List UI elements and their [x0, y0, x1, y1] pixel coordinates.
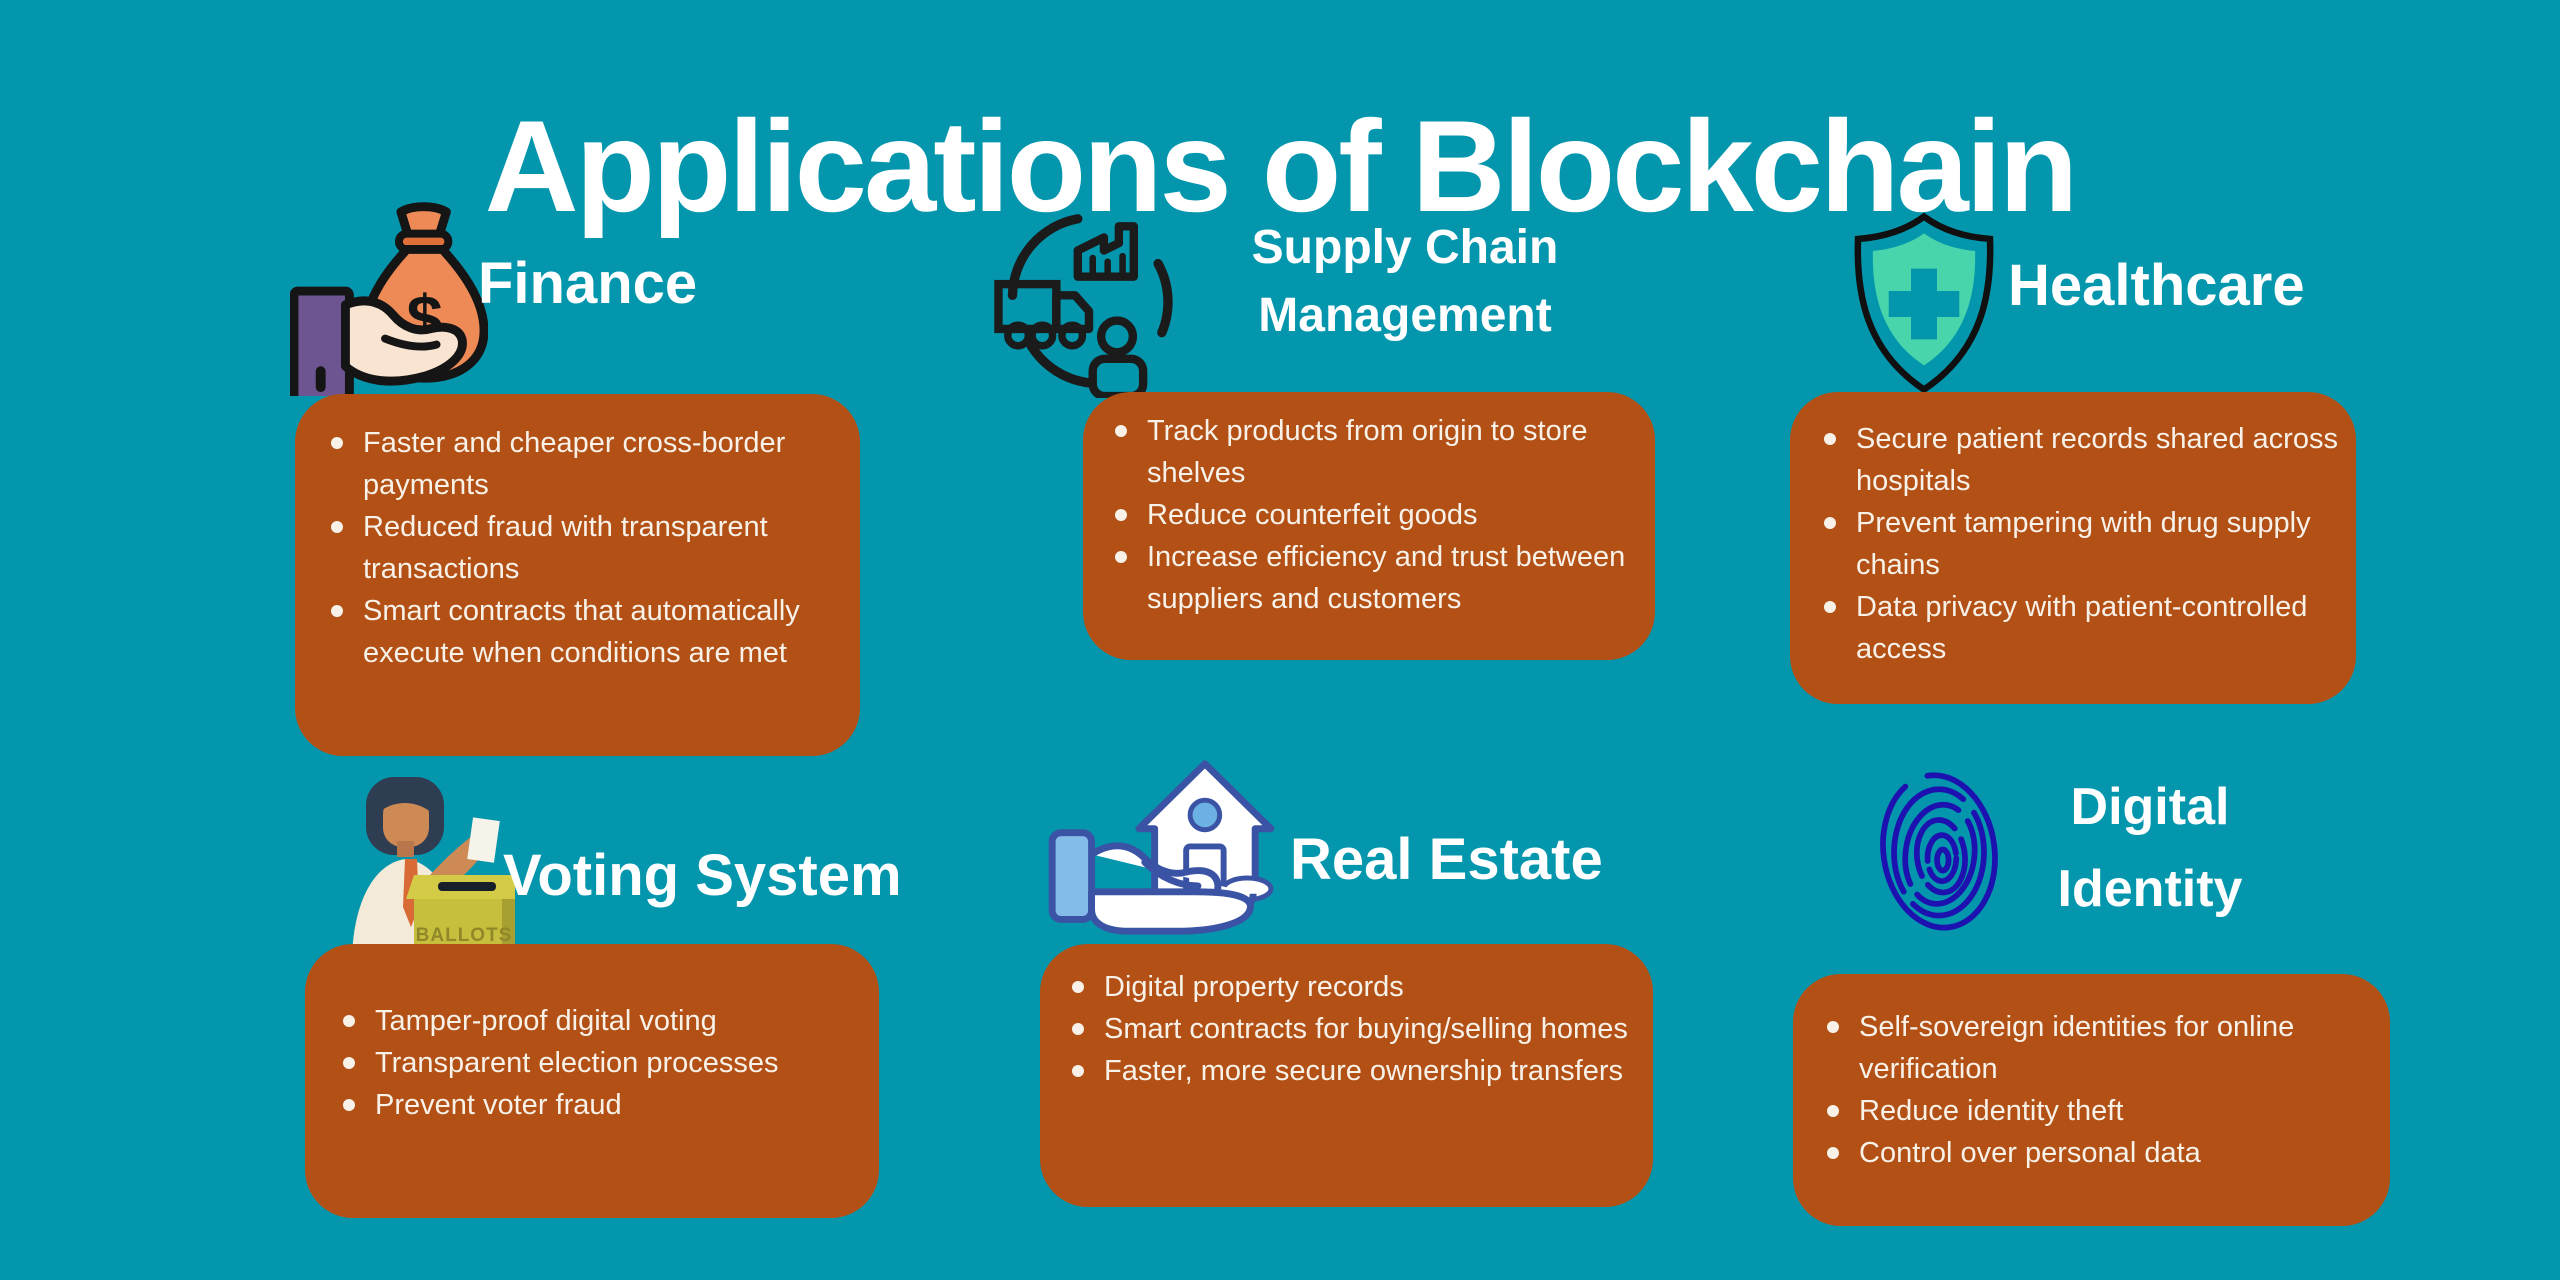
- bullet-item: Track products from origin to store shel…: [1107, 410, 1645, 494]
- healthcare-card: Secure patient records shared across hos…: [1790, 392, 2356, 704]
- bullet-item: Reduced fraud with transparent transacti…: [323, 506, 836, 590]
- house-in-hand-icon: [1048, 744, 1280, 946]
- bullet-item: Increase efficiency and trust between su…: [1107, 536, 1645, 620]
- page-title: Applications of Blockchain: [484, 93, 2079, 240]
- bullet-item: Control over personal data: [1819, 1132, 2376, 1174]
- section-title-finance: Finance: [478, 251, 698, 316]
- section-title-real-estate: Real Estate: [1290, 827, 1603, 892]
- digital-identity-card: Self-sovereign identities for online ver…: [1793, 974, 2390, 1226]
- finance-card: Faster and cheaper cross-border payments…: [295, 394, 860, 756]
- supply-chain-bullet-list: Track products from origin to store shel…: [1107, 410, 1645, 620]
- bullet-item: Smart contracts for buying/selling homes: [1064, 1008, 1637, 1050]
- supply-chain-card: Track products from origin to store shel…: [1083, 392, 1655, 660]
- bullet-item: Data privacy with patient-controlled acc…: [1816, 586, 2338, 670]
- bullet-item: Prevent voter fraud: [335, 1084, 861, 1126]
- medical-shield-icon: [1845, 208, 2003, 400]
- bullet-item: Faster, more secure ownership transfers: [1064, 1050, 1637, 1092]
- bullet-item: Digital property records: [1064, 966, 1637, 1008]
- bullet-item: Smart contracts that automatically execu…: [323, 590, 836, 674]
- bullet-item: Self-sovereign identities for online ver…: [1819, 1006, 2376, 1090]
- section-title-healthcare: Healthcare: [2008, 253, 2305, 318]
- section-title-supply-chain: Supply Chain Management: [1251, 221, 1559, 342]
- fingerprint-icon: [1872, 760, 2006, 940]
- bullet-item: Faster and cheaper cross-border payments: [323, 422, 836, 506]
- ballot-box-icon: BALLOTS: [320, 756, 515, 968]
- bullet-item: Reduce identity theft: [1819, 1090, 2376, 1132]
- finance-bullet-list: Faster and cheaper cross-border payments…: [323, 422, 836, 674]
- healthcare-bullet-list: Secure patient records shared across hos…: [1816, 418, 2338, 670]
- section-title-digital-identity: Digital Identity: [2057, 778, 2243, 918]
- bullet-item: Reduce counterfeit goods: [1107, 494, 1645, 536]
- bullet-item: Prevent tampering with drug supply chain…: [1816, 502, 2338, 586]
- section-title-voting: Voting System: [503, 843, 902, 908]
- bullet-item: Secure patient records shared across hos…: [1816, 418, 2338, 502]
- digital-identity-bullet-list: Self-sovereign identities for online ver…: [1819, 1006, 2376, 1174]
- money-bag-in-hand-icon: $: [290, 198, 488, 396]
- bullet-item: Transparent election processes: [335, 1042, 861, 1084]
- supply-chain-cycle-icon: [993, 202, 1185, 398]
- bullet-item: Tamper-proof digital voting: [335, 1000, 861, 1042]
- ballot-box-label: BALLOTS: [416, 925, 513, 946]
